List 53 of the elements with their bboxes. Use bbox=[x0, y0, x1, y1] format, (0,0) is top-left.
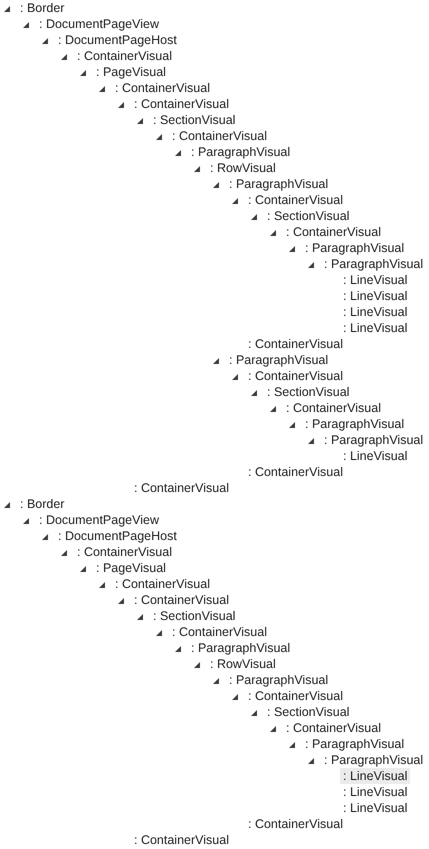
tree-item-label: : ContainerVisual bbox=[248, 368, 343, 384]
selected-tree-item: : LineVisual bbox=[340, 768, 410, 784]
tree-item-label: : ContainerVisual bbox=[115, 80, 210, 96]
tree-item-label: : ContainerVisual bbox=[172, 128, 267, 144]
tree-item-label: : ContainerVisual bbox=[248, 816, 343, 832]
tree-item-label: : ContainerVisual bbox=[77, 48, 172, 64]
tree-item-label: : ContainerVisual bbox=[134, 480, 229, 496]
tree-item-label: : SectionVisual bbox=[153, 608, 236, 624]
tree-item-label: : Border bbox=[20, 0, 64, 16]
tree-item-label: : ContainerVisual bbox=[77, 544, 172, 560]
tree-item-label: : SectionVisual bbox=[267, 208, 350, 224]
tree-item-label: : ParagraphVisual bbox=[324, 752, 424, 768]
tree-item-label: : PageVisual bbox=[96, 64, 166, 80]
tree-item-label: : LineVisual bbox=[343, 304, 408, 320]
tree-item-label: : SectionVisual bbox=[153, 112, 236, 128]
tree-item-label: : PageVisual bbox=[96, 560, 166, 576]
tree-item-label: : LineVisual bbox=[343, 448, 408, 464]
tree-item-label: : LineVisual bbox=[343, 320, 408, 336]
tree-item-label: : DocumentPageView bbox=[39, 512, 159, 528]
tree-item-label: : ParagraphVisual bbox=[305, 736, 404, 752]
tree-item-label: : ContainerVisual bbox=[172, 624, 267, 640]
tree-item-label: : SectionVisual bbox=[267, 704, 350, 720]
tree-item-label: : ParagraphVisual bbox=[324, 256, 424, 272]
tree-item-label: : LineVisual bbox=[343, 272, 408, 288]
tree-item-label: : ParagraphVisual bbox=[305, 240, 404, 256]
tree-item-label: : ContainerVisual bbox=[248, 464, 343, 480]
tree-item-label: : ParagraphVisual bbox=[229, 672, 328, 688]
tree-item-label: : ContainerVisual bbox=[115, 576, 210, 592]
tree-item-label: : ParagraphVisual bbox=[305, 416, 404, 432]
tree-item-label: : LineVisual bbox=[343, 288, 408, 304]
tree-item-label: : ContainerVisual bbox=[286, 720, 381, 736]
tree-item-label: : RowVisual bbox=[210, 656, 276, 672]
tree-item-label: : ContainerVisual bbox=[248, 336, 343, 352]
tree-item-label: : ContainerVisual bbox=[286, 224, 381, 240]
tree-item-label: : DocumentPageHost bbox=[58, 32, 177, 48]
tree-item-label: : RowVisual bbox=[210, 160, 276, 176]
tree-item-label: : ContainerVisual bbox=[286, 400, 381, 416]
tree-item-label: : Border bbox=[20, 496, 64, 512]
tree-item-label: : ContainerVisual bbox=[248, 688, 343, 704]
tree-item-label: : ContainerVisual bbox=[134, 96, 229, 112]
tree-item-label: : SectionVisual bbox=[267, 384, 350, 400]
tree-item-label: : ParagraphVisual bbox=[229, 176, 328, 192]
tree-item-label: : ParagraphVisual bbox=[191, 144, 290, 160]
tree-item-label: : ContainerVisual bbox=[134, 832, 229, 848]
tree-item-label: : ParagraphVisual bbox=[324, 432, 424, 448]
tree-item-label: : LineVisual bbox=[343, 800, 408, 816]
tree-item-label: : ContainerVisual bbox=[134, 592, 229, 608]
tree-item-label: : ContainerVisual bbox=[248, 192, 343, 208]
tree-item-label: : DocumentPageHost bbox=[58, 528, 177, 544]
tree-item-label: : ParagraphVisual bbox=[191, 640, 290, 656]
tree-item-label: : LineVisual bbox=[343, 784, 408, 800]
tree-item-label: : DocumentPageView bbox=[39, 16, 159, 32]
tree-item-label: : ParagraphVisual bbox=[229, 352, 328, 368]
